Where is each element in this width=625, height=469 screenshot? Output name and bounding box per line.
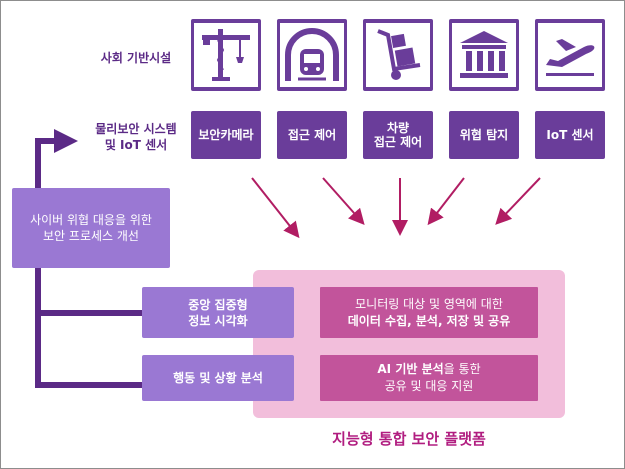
icon-frame: [280, 23, 344, 87]
icon-frame: [452, 23, 516, 87]
data-box-line1: 모니터링 대상 및 영역에 대한: [355, 296, 503, 311]
arrow-iot: [495, 177, 541, 225]
process-improvement-box: 사이버 위협 대응을 위한 보안 프로세스 개선: [12, 188, 170, 268]
systems-label: 물리보안 시스템 및 IoT 센서: [82, 121, 190, 153]
ai-box-line1: AI 기반 분석을 통한: [377, 361, 480, 378]
platform-ai-box: AI 기반 분석을 통한 공유 및 대응 지원: [320, 355, 538, 401]
facilities-label-text: 사회 기반시설: [100, 51, 172, 65]
system-label: 보안카메라: [198, 128, 254, 142]
data-box-line2: 데이터 수집, 분석, 저장 및 공유: [347, 313, 511, 328]
facilities-label: 사회 기반시설: [82, 50, 190, 66]
hand-truck-icon: [377, 29, 421, 80]
icon-frame: [366, 23, 430, 87]
construction-crane-icon: [202, 29, 250, 81]
arrow-access: [322, 177, 365, 225]
platform-data-box: 모니터링 대상 및 영역에 대한 데이터 수집, 분석, 저장 및 공유: [320, 287, 538, 338]
icon-frame: [194, 23, 258, 87]
facility-cargo: [363, 19, 433, 91]
function-visualization: 중앙 집중형 정보 시각화: [142, 287, 294, 338]
system-label: 접근 제어: [287, 128, 337, 142]
tunnel-train-icon: [285, 28, 339, 81]
system-security-camera: 보안카메라: [191, 111, 261, 159]
function-line2: 정보 시각화: [188, 313, 248, 328]
arrow-threat: [427, 177, 465, 226]
arrow-camera: [251, 177, 300, 239]
icon-frame: [538, 23, 602, 87]
system-iot-sensor: IoT 센서: [535, 111, 605, 159]
facility-airport: [535, 19, 605, 91]
systems-label-line1: 물리보안 시스템: [95, 122, 177, 136]
facility-crane: [191, 19, 261, 91]
function-line1: 중앙 집중형: [188, 297, 248, 312]
ai-box-line2: 공유 및 대응 지원: [384, 379, 474, 393]
systems-label-line2: 및 IoT 센서: [104, 138, 168, 152]
system-threat-detection: 위협 탐지: [449, 111, 519, 159]
system-label-line2: 접근 제어: [373, 135, 423, 149]
process-line1: 사이버 위협 대응을 위한: [30, 213, 152, 227]
system-vehicle-access: 차량 접근 제어: [363, 111, 433, 159]
function-behavior-analysis: 행동 및 상황 분석: [142, 355, 294, 401]
process-line2: 보안 프로세스 개선: [43, 229, 139, 243]
ai-box-bold: AI 기반 분석: [377, 362, 444, 376]
system-access-control: 접근 제어: [277, 111, 347, 159]
airplane-icon: [546, 39, 595, 76]
facility-tunnel: [277, 19, 347, 91]
government-building-icon: [460, 31, 508, 78]
facility-government: [449, 19, 519, 91]
function-line1: 행동 및 상황 분석: [173, 371, 263, 385]
platform-title: 지능형 통합 보안 플랫폼: [332, 430, 486, 448]
system-label: 위협 탐지: [459, 128, 509, 142]
ai-box-rest: 을 통한: [443, 362, 481, 376]
system-label: IoT 센서: [546, 128, 594, 142]
system-label: 차량: [386, 121, 410, 135]
